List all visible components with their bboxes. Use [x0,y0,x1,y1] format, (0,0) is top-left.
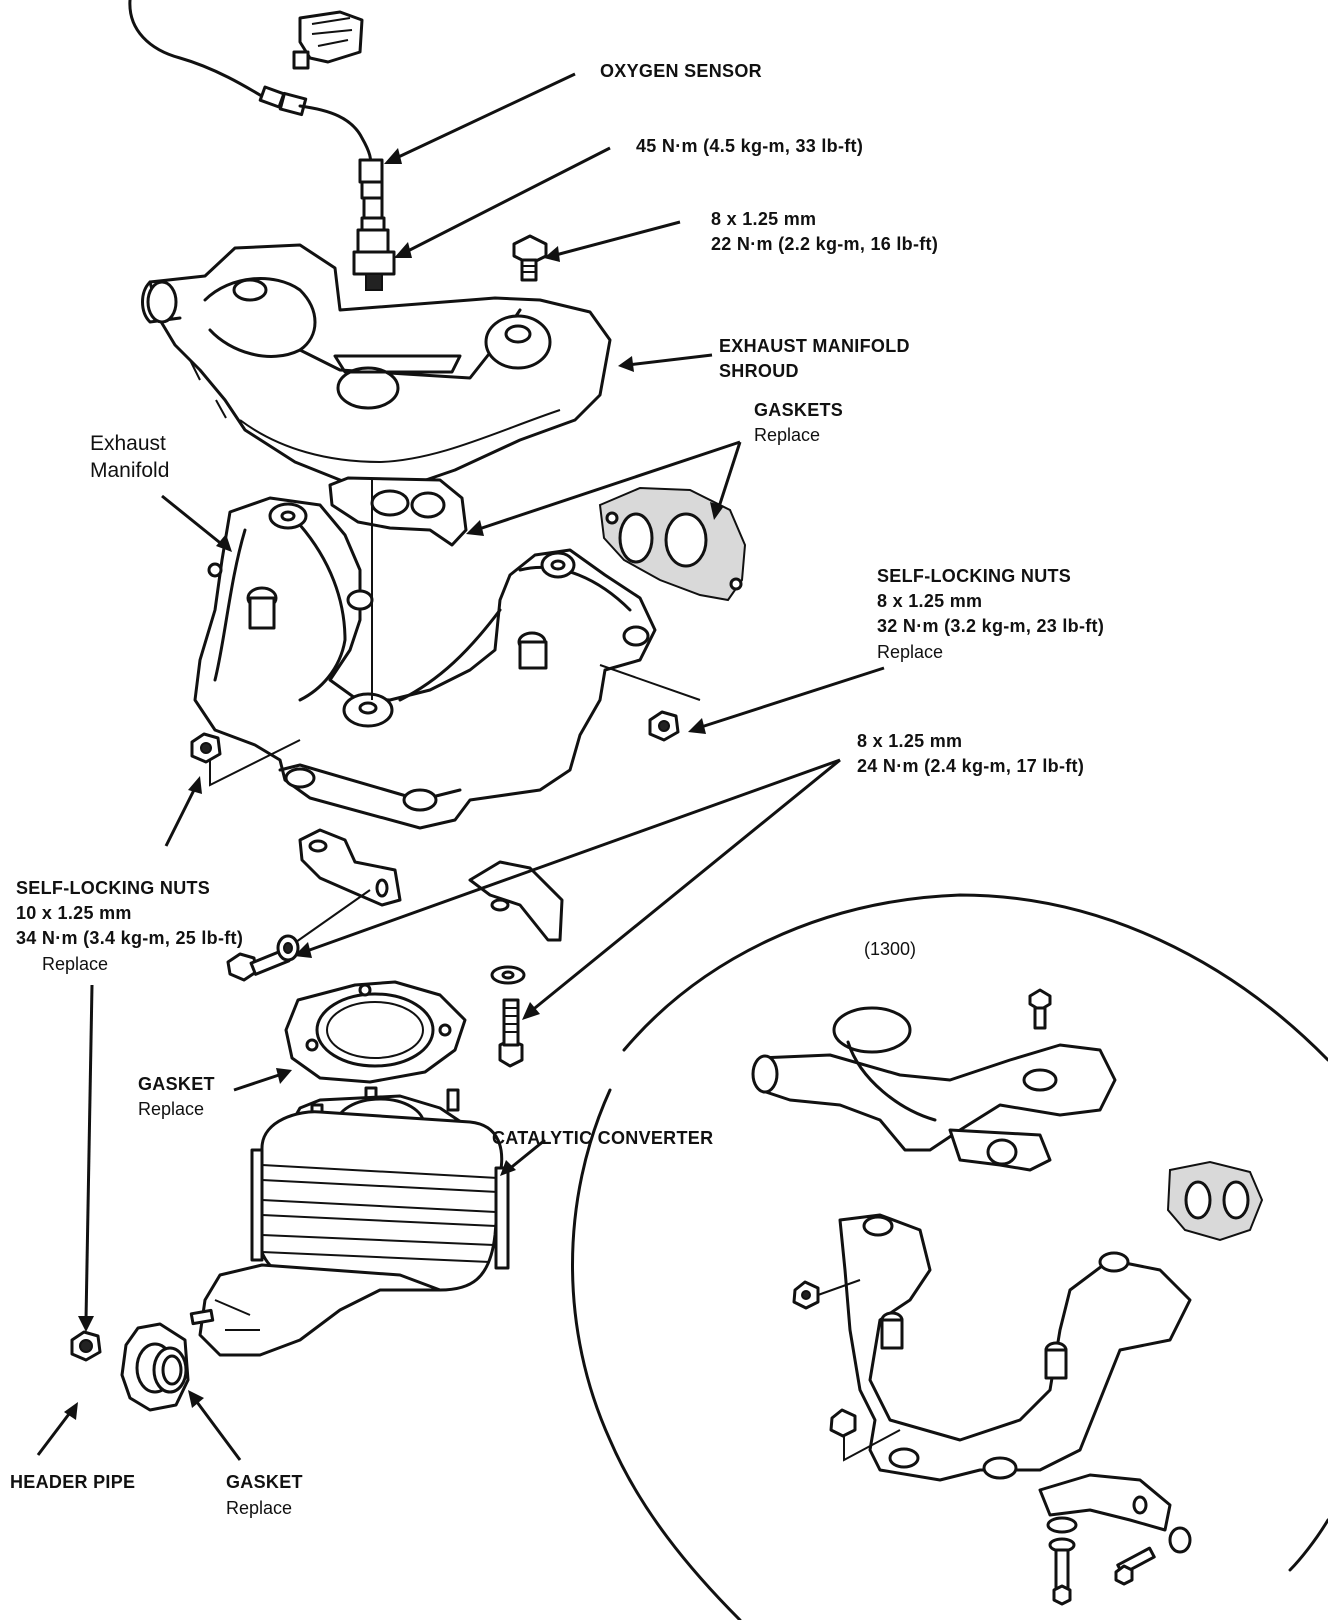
exhaust-manifold-label-line1: Exhaust [90,432,166,455]
upper-nuts-replace-note: Replace [877,642,944,662]
exhaust-gaskets-part [328,476,747,602]
catalytic-converter-label: CATALYTIC CONVERTER [492,1128,714,1148]
header-gasket-replace-note: Replace [226,1498,293,1518]
exhaust-manifold-part [193,480,657,830]
converter-gasket-replace-note: Replace [138,1099,205,1119]
oxygen-sensor-torque-label: 45 N·m (4.5 kg-m, 33 lb-ft) [636,136,864,156]
oxygen-sensor-part [128,0,396,329]
gaskets-label: GASKETS [754,400,844,420]
bracket-assembly-part [226,828,564,1068]
shroud-label-line2: SHROUD [719,361,799,381]
gaskets-replace-note: Replace [754,425,821,445]
bracket-bolt-torque-label: 24 N·m (2.4 kg-m, 17 lb-ft) [857,756,1085,776]
lower-self-locking-nuts-label: SELF-LOCKING NUTS [16,878,211,898]
shroud-bolt-torque-label: 22 N·m (2.2 kg-m, 16 lb-ft) [711,234,939,254]
manifold-lower-nut-part [190,732,301,787]
variant-1300-inset [571,893,1328,1620]
lower-nuts-torque-label: 34 N·m (3.4 kg-m, 25 lb-ft) [16,928,244,948]
header-gasket-label: GASKET [226,1472,303,1492]
shroud-bolt-part [512,234,548,282]
converter-gasket-part [284,980,467,1084]
catalytic-converter-part [189,1086,510,1357]
lower-nuts-replace-note: Replace [42,954,109,974]
upper-nuts-torque-label: 32 N·m (3.2 kg-m, 23 lb-ft) [877,616,1105,636]
exhaust-manifold-label-line2: Manifold [90,459,170,482]
upper-self-locking-nuts-label: SELF-LOCKING NUTS [877,566,1072,586]
leader-lines [36,72,885,1461]
manifold-upper-nut-part [599,664,701,742]
header-pipe-part [70,1322,190,1412]
converter-gasket-label: GASKET [138,1074,215,1094]
oxygen-sensor-label: OXYGEN SENSOR [600,61,762,81]
lower-nuts-size-label: 10 x 1.25 mm [16,903,132,923]
variant-1300-label: (1300) [864,939,917,959]
shroud-label-line1: EXHAUST MANIFOLD [719,336,910,356]
exhaust-manifold-shroud-part [141,243,612,484]
header-pipe-label: HEADER PIPE [10,1472,136,1492]
shroud-bolt-size-label: 8 x 1.25 mm [711,209,817,229]
bracket-bolt-size-label: 8 x 1.25 mm [857,731,963,751]
upper-nuts-size-label: 8 x 1.25 mm [877,591,983,611]
